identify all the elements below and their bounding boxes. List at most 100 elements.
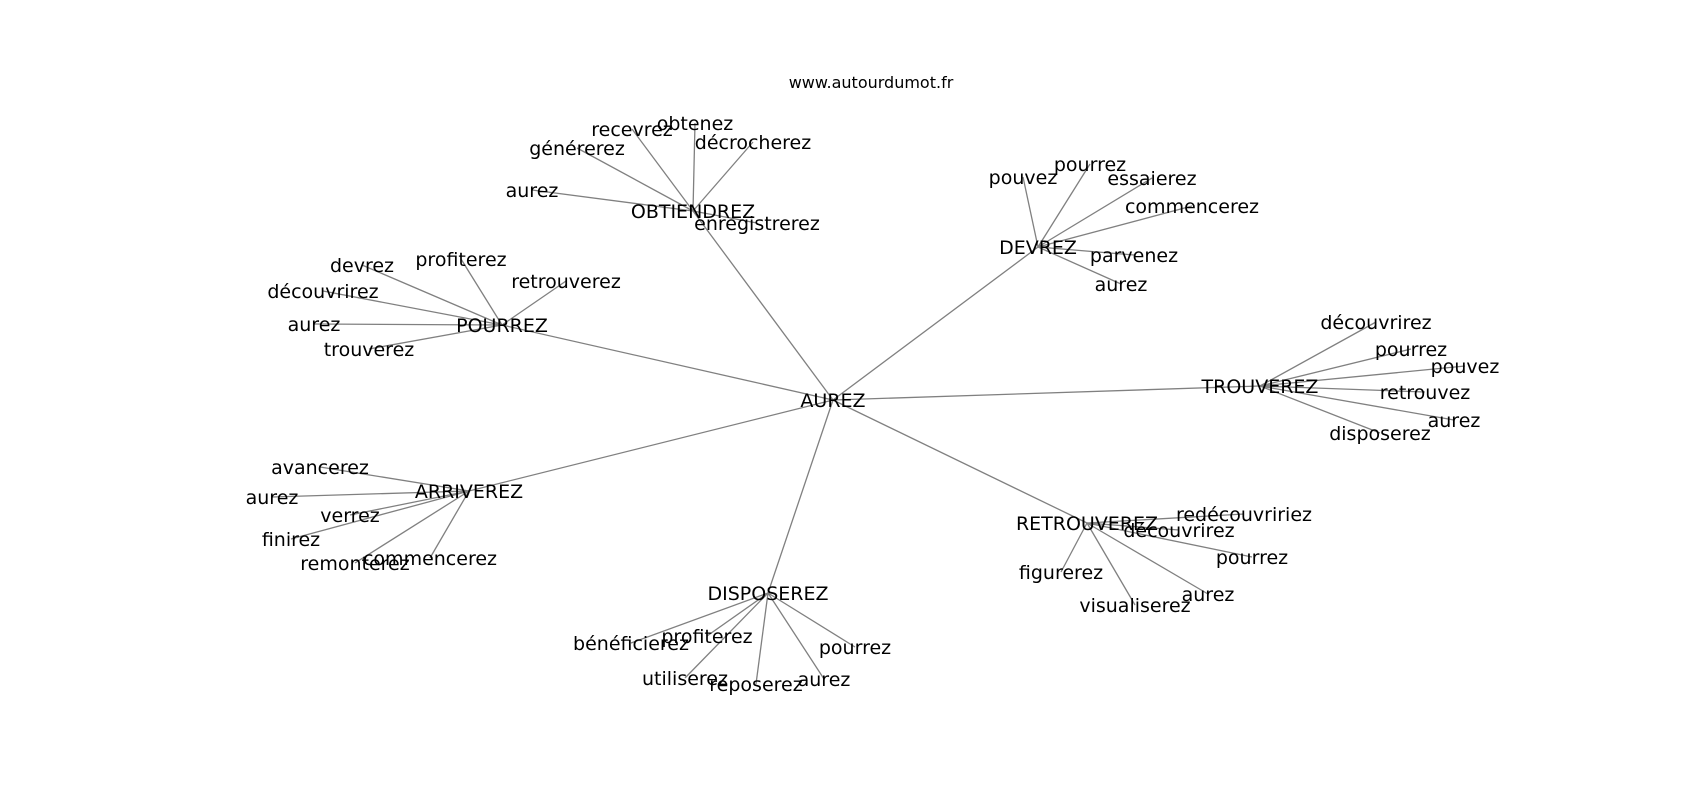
leaf-node-label: découvrirez [1123, 520, 1234, 542]
edge-hub-leaf [1086, 513, 1245, 524]
edge-hub-leaf [767, 592, 825, 680]
leaf-node-label: profiterez [661, 626, 752, 648]
edge-root-hub [501, 324, 834, 401]
hub-node-label: OBTIENDREZ [631, 201, 755, 223]
leaf-node-label: aurez [288, 314, 341, 336]
edge-hub-leaf [501, 280, 567, 326]
leaf-node-label: pourrez [819, 637, 891, 659]
leaf-node-label: aurez [798, 669, 851, 691]
leaf-node-label: commencerez [363, 548, 497, 570]
edge-hub-leaf [460, 258, 503, 326]
edge-hub-leaf [1037, 177, 1153, 248]
leaf-node-label: bénéficierez [573, 633, 689, 655]
edge-hub-leaf [322, 290, 503, 326]
edge-hub-leaf [1086, 522, 1180, 531]
leaf-node-label: pourrez [1216, 547, 1288, 569]
edge-hub-leaf [630, 592, 769, 644]
edge-root-hub [767, 399, 834, 594]
edge-hub-leaf [1259, 321, 1377, 387]
graph-edges [271, 122, 1466, 685]
hub-node-label: ARRIVEREZ [415, 481, 523, 503]
leaf-node-label: générerez [529, 138, 625, 160]
edge-hub-leaf [319, 466, 470, 492]
edge-hub-leaf [1022, 176, 1039, 248]
leaf-node-label: parvenez [1090, 245, 1178, 267]
leaf-node-label: enregistrerez [694, 213, 820, 235]
leaf-node-label: aurez [506, 180, 559, 202]
edge-hub-leaf [684, 592, 769, 679]
leaf-node-label: découvrirez [267, 281, 378, 303]
edge-hub-leaf [1086, 522, 1253, 558]
edge-hub-leaf [1086, 522, 1209, 595]
leaf-node-label: devrez [330, 255, 394, 277]
leaf-node-label: profiterez [415, 249, 506, 271]
edge-hub-leaf [631, 128, 694, 212]
edge-hub-leaf [692, 210, 758, 224]
leaf-node-label: remonterez [300, 553, 409, 575]
leaf-node-label: retrouverez [511, 271, 621, 293]
leaf-node-label: aurez [1182, 584, 1235, 606]
hub-node-label: DISPOSEREZ [708, 583, 829, 605]
leaf-node-label: découvrirez [1320, 312, 1431, 334]
leaf-node-label: retrouvez [1380, 382, 1471, 404]
leaf-node-label: pourrez [1375, 339, 1447, 361]
edge-hub-leaf [692, 122, 696, 212]
leaf-node-label: reposerez [709, 674, 802, 696]
edge-hub-leaf [1259, 385, 1455, 421]
leaf-node-label: pourrez [1054, 154, 1126, 176]
edge-hub-leaf [349, 490, 470, 516]
leaf-node-label: utiliserez [642, 668, 728, 690]
leaf-node-label: essaierez [1107, 168, 1196, 190]
hub-node-label: TROUVEREZ [1201, 376, 1319, 398]
edge-hub-leaf [1037, 246, 1135, 256]
leaf-node-label: commencerez [1125, 196, 1259, 218]
edge-hub-leaf [1259, 385, 1426, 393]
leaf-node-label: redécouvririez [1176, 504, 1312, 526]
leaf-node-label: aurez [1428, 410, 1481, 432]
edge-hub-leaf [271, 490, 470, 498]
leaf-node-label: obtenez [657, 113, 734, 135]
edge-hub-leaf [1259, 365, 1466, 387]
hub-node-label: POURREZ [456, 315, 548, 337]
edge-hub-leaf [1037, 163, 1091, 248]
edge-root-hub [832, 399, 1088, 524]
edge-hub-leaf [531, 189, 694, 212]
edge-hub-leaf [1037, 205, 1193, 248]
leaf-node-label: aurez [1095, 274, 1148, 296]
edge-hub-leaf [1060, 522, 1088, 573]
edge-hub-leaf [1086, 522, 1136, 606]
leaf-node-label: figurerez [1019, 562, 1103, 584]
leaf-node-label: finirez [262, 529, 320, 551]
edge-hub-leaf [313, 323, 503, 326]
leaf-node-label: aurez [246, 487, 299, 509]
edge-hub-leaf [368, 324, 503, 350]
edge-root-hub [468, 399, 834, 492]
edge-hub-leaf [290, 490, 470, 540]
leaf-node-label: décrocherez [695, 132, 811, 154]
hub-node-label: RETROUVEREZ [1016, 513, 1158, 535]
leaf-node-label: pouvez [1431, 356, 1500, 378]
edge-root-hub [832, 246, 1039, 401]
edge-hub-leaf [767, 592, 856, 648]
edge-hub-leaf [692, 141, 754, 212]
leaf-node-label: pouvez [989, 167, 1058, 189]
edge-hub-leaf [354, 490, 470, 564]
leaf-node-label: disposerez [1329, 423, 1431, 445]
leaf-node-label: verrez [320, 505, 379, 527]
edge-hub-leaf [429, 490, 470, 559]
leaf-node-label: visualiserez [1079, 595, 1190, 617]
edge-hub-leaf [361, 264, 503, 326]
root-node-label: AUREZ [800, 390, 865, 412]
edge-hub-leaf [1259, 348, 1412, 387]
edge-root-hub [692, 210, 834, 401]
edge-hub-leaf [706, 592, 769, 637]
hub-node-label: DEVREZ [999, 237, 1077, 259]
edge-hub-leaf [576, 147, 694, 212]
leaf-node-label: recevrez [591, 119, 673, 141]
edge-hub-leaf [1259, 385, 1381, 434]
edge-root-hub [832, 385, 1261, 401]
edge-hub-leaf [755, 592, 769, 685]
leaf-node-label: trouverez [324, 339, 415, 361]
